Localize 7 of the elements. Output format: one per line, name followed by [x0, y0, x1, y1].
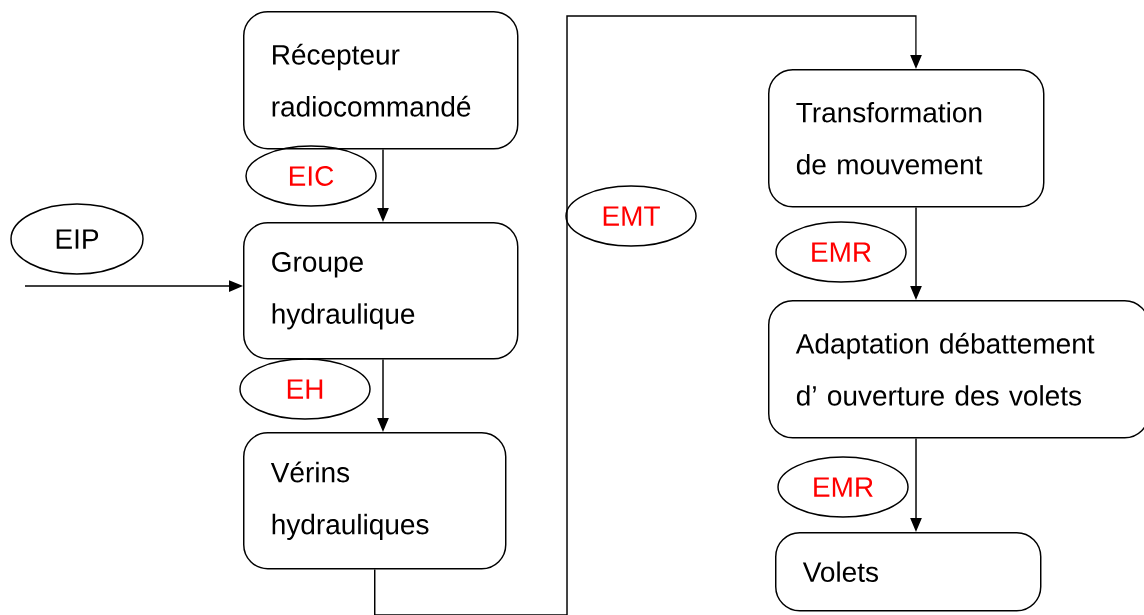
process-box: Récepteur radiocommandé — [243, 11, 519, 150]
process-box: Adaptation débattement d’ ouverture des volets — [768, 300, 1144, 439]
process-box: Groupe hydraulique — [243, 222, 519, 360]
arrow — [374, 15, 922, 615]
process-box: Vérins hydrauliques — [243, 432, 507, 570]
process-box: Transformation de mouvement — [768, 69, 1045, 208]
process-box: Volets — [775, 532, 1042, 612]
